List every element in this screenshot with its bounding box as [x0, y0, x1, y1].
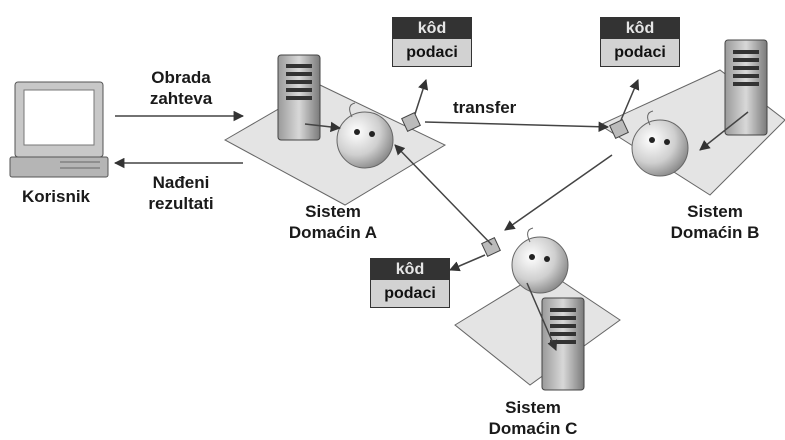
host-a-label: Sistem Domaćin A	[278, 201, 388, 243]
host-c-line2: Domaćin C	[488, 419, 578, 438]
transfer-arrow-a-b	[424, 121, 610, 132]
host-a-line2: Domaćin A	[288, 223, 378, 242]
agent-b-server-arrow	[699, 111, 749, 151]
transfer-arrow-c-a	[394, 144, 493, 246]
agent-box-a: kôd podaci	[392, 17, 472, 67]
server-c-icon	[541, 297, 585, 391]
agent-a-server-arrow	[304, 121, 342, 133]
results-label: Nađeni rezultati	[148, 173, 214, 213]
agent-c-icon	[481, 227, 569, 294]
host-c-line1: Sistem	[505, 398, 561, 417]
host-a-plane	[223, 84, 447, 206]
agent-box-c: kôd podaci	[370, 258, 450, 308]
data-label: podaci	[393, 39, 471, 66]
request-label: Obrada zahteva	[149, 68, 213, 108]
code-label: kôd	[393, 18, 471, 39]
agent-c-server-arrow	[526, 282, 558, 351]
host-b-line2: Domaćin B	[670, 223, 760, 242]
data-label: podaci	[371, 280, 449, 307]
transfer-arrow-b-c	[504, 154, 613, 231]
host-b-line1: Sistem	[687, 202, 743, 221]
user-label: Korisnik	[21, 187, 91, 206]
code-label: kôd	[371, 259, 449, 280]
server-b-icon	[724, 39, 768, 136]
agent-b-icon	[609, 110, 689, 177]
host-a-line1: Sistem	[305, 202, 361, 221]
computer-icon	[9, 81, 109, 178]
data-label: podaci	[601, 39, 679, 66]
code-label: kôd	[601, 18, 679, 39]
transfer-label: transfer	[453, 98, 517, 117]
host-c-label: Sistem Domaćin C	[478, 397, 588, 439]
box-a-pointer	[414, 79, 429, 115]
agent-a-icon	[336, 102, 421, 169]
box-b-pointer	[620, 79, 640, 121]
server-a-icon	[277, 54, 321, 141]
box-c-pointer	[449, 254, 486, 272]
host-b-label: Sistem Domaćin B	[660, 201, 770, 243]
agent-box-b: kôd podaci	[600, 17, 680, 67]
